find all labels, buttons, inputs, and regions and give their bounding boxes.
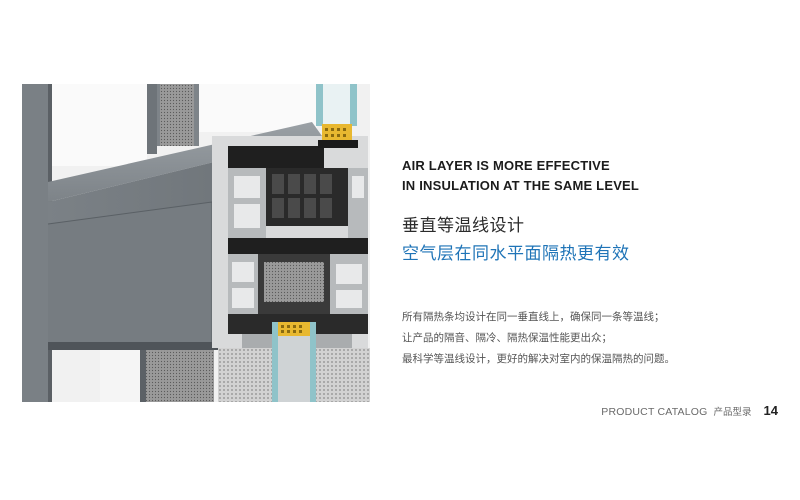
catalog-label-chinese: 产品型录 (713, 407, 752, 418)
body-line: 最科学等温线设计，更好的解决对室内的保温隔热的问题。 (402, 353, 675, 365)
page-number: 14 (763, 403, 778, 418)
body-line: 让产品的隔音、隔冷、隔热保温性能更出众； (402, 332, 612, 344)
body-description: 所有隔热条均设计在同一垂直线上，确保同一条等温线； 让产品的隔音、隔冷、隔热保温… (402, 307, 762, 370)
glass-pane-left (316, 84, 323, 126)
headline-line-2: IN INSULATION AT THE SAME LEVEL (402, 178, 640, 193)
headline-line-1: AIR LAYER IS MORE EFFECTIVE (402, 158, 610, 173)
subtitle-chinese: 空气层在同水平面隔热更有效 (402, 244, 630, 264)
upper-window-light (52, 84, 147, 166)
headline-english: AIR LAYER IS MORE EFFECTIVE IN INSULATIO… (402, 156, 762, 196)
insulation-spacer-bottom (278, 322, 310, 336)
window-profile-cross-section-illustration (22, 84, 370, 402)
body-line: 所有隔热条均设计在同一垂直线上，确保同一条等温线； (402, 311, 665, 323)
outer-frame-left (22, 84, 48, 402)
page-footer: PRODUCT CATALOG 产品型录 14 (601, 403, 778, 418)
insulation-spacer-top (322, 124, 352, 140)
glass-pane-right (350, 84, 357, 126)
fly-screen-mesh (218, 348, 272, 402)
catalog-label-english: PRODUCT CATALOG (601, 406, 708, 418)
lower-window-light (100, 350, 140, 402)
title-chinese: 垂直等温线设计 (402, 216, 525, 236)
profile-drawing (22, 84, 370, 402)
